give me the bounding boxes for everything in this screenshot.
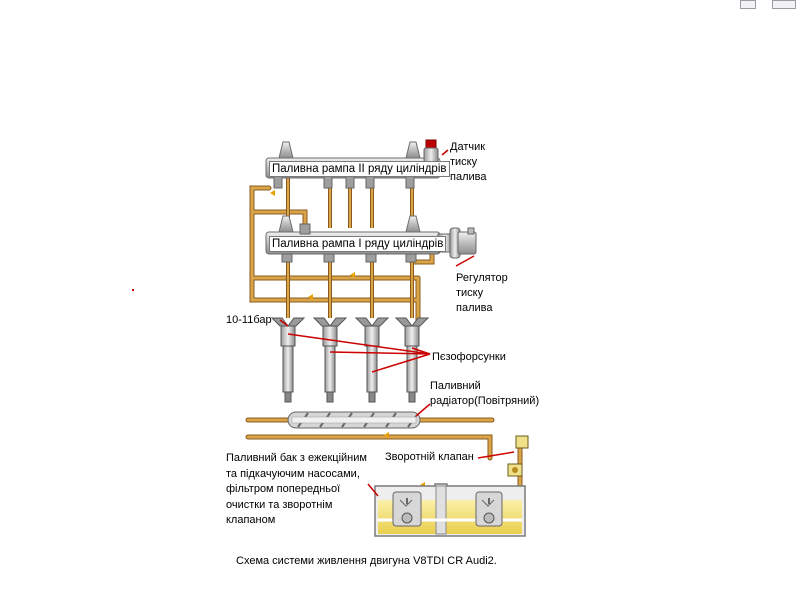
pressure-regulator-line-2: тиску	[456, 287, 484, 299]
diagram-caption: Схема системи живлення двигуна V8TDI CR …	[236, 555, 497, 567]
fuel-tank-line-3: фільтром попередньої	[226, 483, 341, 495]
fuel-tank-line-1: Паливний бак з ежекційним	[226, 452, 367, 464]
check-valve-shape	[507, 435, 529, 477]
minimize-control[interactable]	[740, 0, 756, 9]
close-control[interactable]	[772, 0, 796, 9]
rail-2-label: Паливна рампа II ряду циліндрів	[269, 161, 450, 177]
rail-1-label: Паливна рампа I ряду циліндрів	[269, 236, 447, 252]
callout-lines	[279, 149, 515, 497]
fuel-tank-line-2: та підкачуючим насосами,	[226, 467, 360, 480]
injector-4	[394, 317, 430, 403]
fuel-tank-label: Паливний бак з ежекційним та підкачуючим…	[226, 451, 367, 529]
pressure-sensor-line-2: тиску	[450, 156, 478, 168]
pressure-regulator-line-3: палива	[456, 302, 493, 314]
fuel-tank-line-5: клапаном	[226, 514, 276, 526]
stray-dot	[132, 289, 134, 291]
fuel-radiator-line-2: радіатор(Повітряний)	[430, 395, 540, 407]
pressure-regulator-label: Регулятор тиску палива	[456, 271, 508, 316]
fuel-radiator-line-1: Паливний	[430, 380, 481, 392]
injectors	[270, 317, 430, 403]
pressure-value-label: 10-11бар	[226, 314, 272, 326]
fuel-radiator-shape	[287, 411, 421, 429]
fuel-radiator-label: Паливний радіатор(Повітряний)	[430, 379, 539, 409]
injector-1	[270, 317, 306, 403]
injector-2	[312, 317, 348, 403]
fuel-tank-line-4: очистки та зворотнім	[226, 498, 333, 511]
pressure-sensor-label: Датчик тиску палива	[450, 140, 486, 185]
fuel-tank-shape	[374, 483, 526, 537]
check-valve-label: Зворотній клапан	[385, 451, 474, 463]
pressure-regulator-line-1: Регулятор	[456, 272, 508, 284]
injector-3	[354, 317, 390, 403]
pressure-sensor-line-1: Датчик	[450, 141, 486, 153]
piezo-injectors-label: Пєзофорсунки	[432, 351, 506, 363]
pressure-sensor-line-3: палива	[450, 171, 487, 183]
